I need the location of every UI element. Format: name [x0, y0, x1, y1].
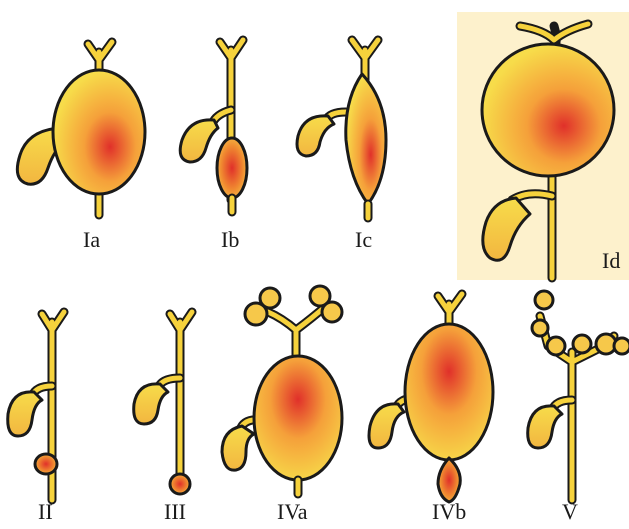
- type-id-panel: Id: [457, 12, 629, 280]
- type-ic-label: Ic: [355, 227, 372, 252]
- type-v-label: V: [562, 499, 578, 524]
- type-iii-diagram: III: [134, 312, 192, 524]
- type-v-diagram: V: [528, 291, 629, 524]
- type-ia-label: Ia: [83, 227, 100, 252]
- type-ic-diagram: Ic: [297, 40, 386, 252]
- type-ia-diagram: Ia: [17, 42, 145, 252]
- type-iva-diagram: IVa: [222, 286, 342, 524]
- type-ib-diagram: Ib: [180, 40, 247, 252]
- type-iva-label: IVa: [277, 499, 308, 524]
- type-ib-label: Ib: [221, 227, 239, 252]
- type-ivb-diagram: IVb: [369, 294, 493, 524]
- type-ii-label: II: [38, 499, 53, 524]
- type-ii-diagram: II: [8, 312, 64, 524]
- type-ivb-label: IVb: [432, 499, 466, 524]
- type-iii-label: III: [164, 499, 186, 524]
- type-id-label: Id: [602, 248, 620, 273]
